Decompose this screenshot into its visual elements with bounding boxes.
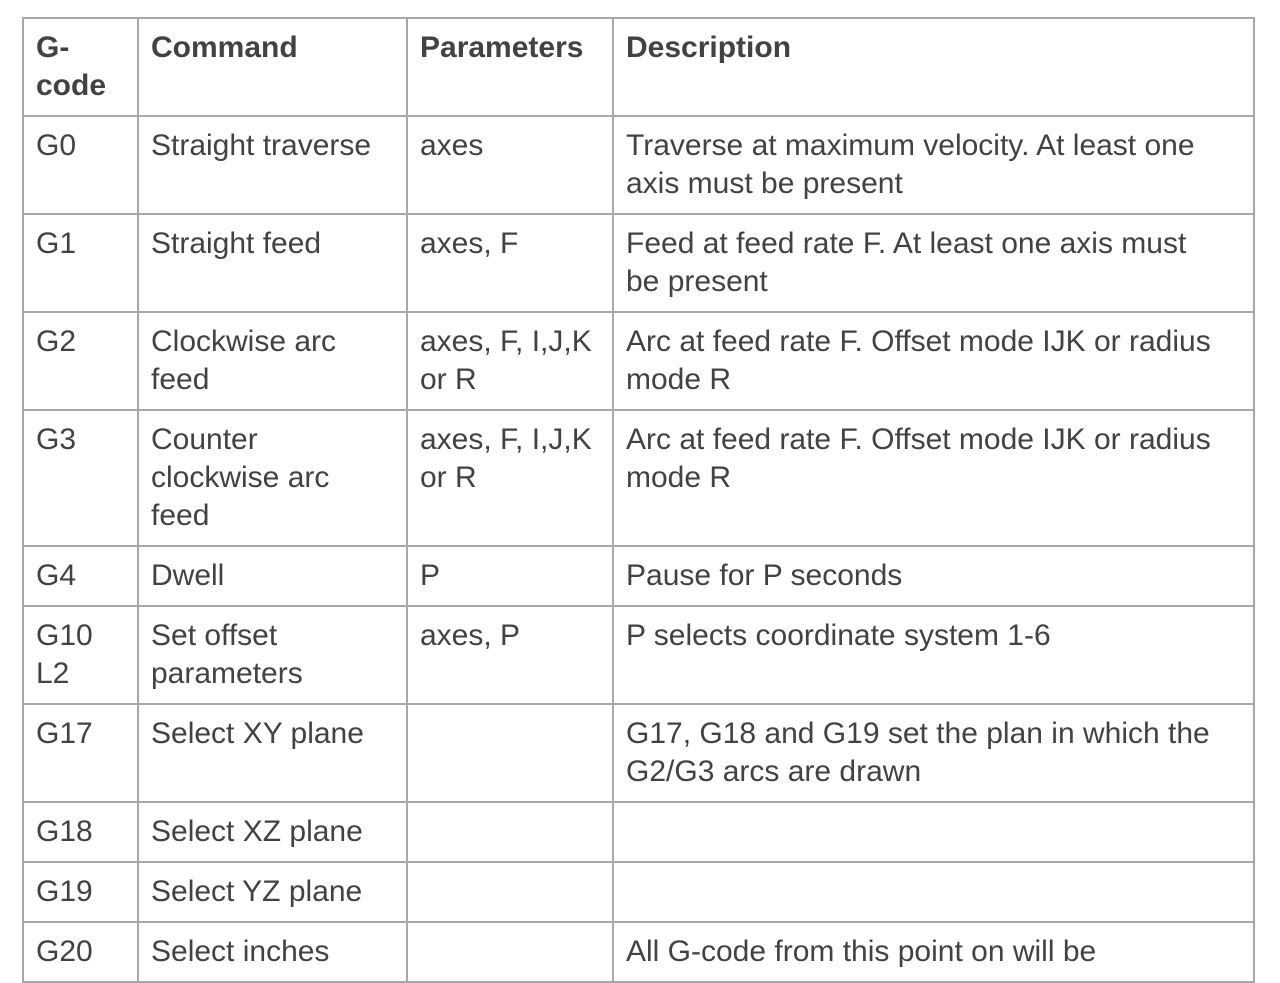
table-row-g18: G18 Select XZ plane	[22, 801, 1255, 863]
command-cell: Set offset parameters	[137, 605, 408, 705]
description-cell: Pause for P seconds	[612, 545, 1255, 607]
table-row-g4: G4 Dwell P Pause for P seconds	[22, 545, 1255, 607]
column-header-parameters: Parameters	[406, 17, 614, 117]
column-header-gcode: G-code	[22, 17, 139, 117]
table-row-g1: G1 Straight feed axes, F Feed at feed ra…	[22, 213, 1255, 313]
description-cell: Arc at feed rate F. Offset mode IJK or r…	[612, 409, 1255, 547]
command-cell: Straight feed	[137, 213, 408, 313]
table-row-g17: G17 Select XY plane G17, G18 and G19 set…	[22, 703, 1255, 803]
parameters-cell	[406, 861, 614, 923]
gcode-cell: G18	[22, 801, 139, 863]
table-row-g20: G20 Select inches All G-code from this p…	[22, 921, 1255, 983]
command-cell: Select YZ plane	[137, 861, 408, 923]
parameters-cell: axes	[406, 115, 614, 215]
table-row-g0: G0 Straight traverse axes Traverse at ma…	[22, 115, 1255, 215]
table-row-g19: G19 Select YZ plane	[22, 861, 1255, 923]
description-cell: P selects coordinate system 1-6	[612, 605, 1255, 705]
column-header-description: Description	[612, 17, 1255, 117]
table-header-row: G-code Command Parameters Description	[22, 17, 1255, 117]
description-cell: Arc at feed rate F. Offset mode IJK or r…	[612, 311, 1255, 411]
gcode-cell: G17	[22, 703, 139, 803]
description-cell	[612, 801, 1255, 863]
command-cell: Counter clockwise arc feed	[137, 409, 408, 547]
parameters-cell: axes, F, I,J,K or R	[406, 409, 614, 547]
parameters-cell	[406, 703, 614, 803]
command-cell: Select XZ plane	[137, 801, 408, 863]
parameters-cell: axes, F	[406, 213, 614, 313]
gcode-cell: G1	[22, 213, 139, 313]
description-cell: Feed at feed rate F. At least one axis m…	[612, 213, 1255, 313]
gcode-cell: G4	[22, 545, 139, 607]
table-row-g2: G2 Clockwise arc feed axes, F, I,J,K or …	[22, 311, 1255, 411]
gcode-cell: G19	[22, 861, 139, 923]
command-cell: Straight traverse	[137, 115, 408, 215]
description-cell: G17, G18 and G19 set the plan in which t…	[612, 703, 1255, 803]
parameters-cell	[406, 801, 614, 863]
gcode-cell: G3	[22, 409, 139, 547]
command-cell: Clockwise arc feed	[137, 311, 408, 411]
command-cell: Select inches	[137, 921, 408, 983]
table-row-g3: G3 Counter clockwise arc feed axes, F, I…	[22, 409, 1255, 547]
command-cell: Dwell	[137, 545, 408, 607]
description-cell: Traverse at maximum velocity. At least o…	[612, 115, 1255, 215]
parameters-cell: axes, P	[406, 605, 614, 705]
table-row-g10-l2: G10 L2 Set offset parameters axes, P P s…	[22, 605, 1255, 705]
gcode-cell: G20	[22, 921, 139, 983]
column-header-command: Command	[137, 17, 408, 117]
description-cell	[612, 861, 1255, 923]
parameters-cell	[406, 921, 614, 983]
gcode-cell: G10 L2	[22, 605, 139, 705]
parameters-cell: P	[406, 545, 614, 607]
gcode-cell: G2	[22, 311, 139, 411]
description-cell: All G-code from this point on will be	[612, 921, 1255, 983]
gcode-table: G-code Command Parameters Description G0…	[22, 17, 1255, 983]
parameters-cell: axes, F, I,J,K or R	[406, 311, 614, 411]
gcode-cell: G0	[22, 115, 139, 215]
command-cell: Select XY plane	[137, 703, 408, 803]
